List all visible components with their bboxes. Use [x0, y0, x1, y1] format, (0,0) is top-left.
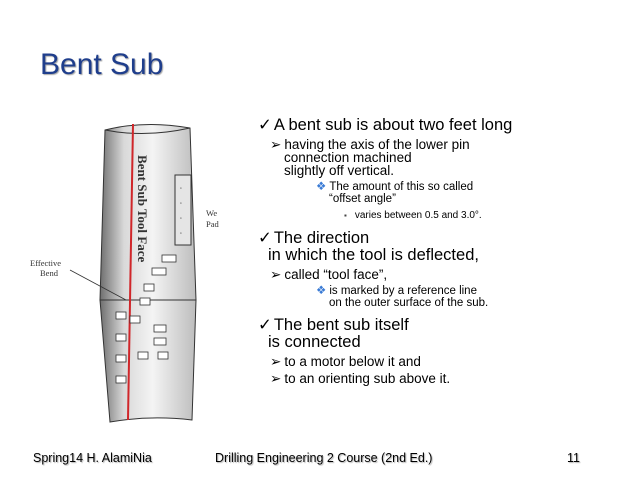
- bullet-text: A bent sub is about two feet long: [273, 116, 513, 134]
- bullet-marker-icon: ▪: [344, 211, 347, 220]
- page-number: 11: [567, 451, 580, 465]
- bullet-marker-icon: ➢: [270, 137, 282, 152]
- svg-text:▫: ▫: [179, 200, 183, 207]
- wear-pad: [174, 174, 192, 246]
- slide-title: Bent Sub: [40, 48, 164, 81]
- bullet-marker-icon: ➢: [270, 354, 282, 369]
- bullet-level4: ▪ varies between 0.5 and 3.0°.: [344, 210, 618, 222]
- scribe-marks: [115, 254, 177, 384]
- tool-face-reference-line: [127, 123, 134, 421]
- bullet-continuation: connection machined: [284, 150, 412, 165]
- bullet-level2: ➢to an orienting sub above it.: [270, 371, 618, 386]
- bullet-marker-icon: ✓: [258, 316, 272, 334]
- bullet-continuation: on the outer surface of the sub.: [329, 297, 489, 309]
- bullet-level1: ✓A bent sub is about two feet long: [258, 117, 618, 134]
- bent-sub-figure: Bent Sub Tool Face ▫ ▫ ▫ ▫ Effective Bend W…: [30, 123, 220, 423]
- bullet-text: is marked by a reference line: [329, 285, 477, 297]
- bullet-text: to a motor below it and: [284, 354, 421, 369]
- effective-bend-arrow: [69, 269, 127, 301]
- bullet-text: The direction: [273, 229, 370, 247]
- bullet-text: to an orienting sub above it.: [284, 371, 451, 386]
- bullet-text: The amount of this so called: [329, 181, 474, 193]
- bullet-marker-icon: ❖: [316, 181, 327, 193]
- bullet-continuation: is connected: [268, 333, 361, 351]
- effective-label: Effective: [30, 258, 61, 268]
- bullet-list: ✓A bent sub is about two feet long➢havin…: [258, 117, 618, 386]
- bullet-continuation: in which the tool is deflected,: [268, 246, 479, 264]
- bullet-continuation: slightly off vertical.: [284, 163, 395, 178]
- bullet-marker-icon: ➢: [270, 267, 282, 282]
- bullet-level2: ➢to a motor below it and: [270, 354, 618, 369]
- bullet-marker-icon: ➢: [270, 371, 282, 386]
- bullet-text: The bent sub itself: [273, 316, 409, 334]
- svg-text:▫: ▫: [179, 185, 183, 192]
- bullet-level2: ➢called “tool face”,: [270, 267, 618, 282]
- bend-label: Bend: [40, 268, 59, 278]
- bullet-marker-icon: ✓: [258, 229, 272, 247]
- footer-author: Spring14 H. AlamiNia: [33, 451, 152, 465]
- bullet-text: having the axis of the lower pin: [284, 137, 470, 152]
- bullet-text: varies between 0.5 and 3.0°.: [354, 210, 482, 221]
- footer-course: Drilling Engineering 2 Course (2nd Ed.): [215, 451, 433, 465]
- pad-label: Pad: [206, 219, 220, 229]
- bullet-marker-icon: ❖: [316, 285, 327, 297]
- svg-text:▫: ▫: [179, 215, 183, 222]
- bullet-continuation: “offset angle”: [329, 193, 396, 205]
- bullet-text: called “tool face”,: [284, 267, 388, 282]
- tool-face-label: Bent Sub Tool Face: [135, 155, 150, 263]
- svg-text:▫: ▫: [179, 230, 183, 237]
- bullet-level3: ❖The amount of this so called“offset ang…: [316, 181, 618, 205]
- wear-label: We: [206, 208, 217, 218]
- bullet-marker-icon: ✓: [258, 116, 272, 134]
